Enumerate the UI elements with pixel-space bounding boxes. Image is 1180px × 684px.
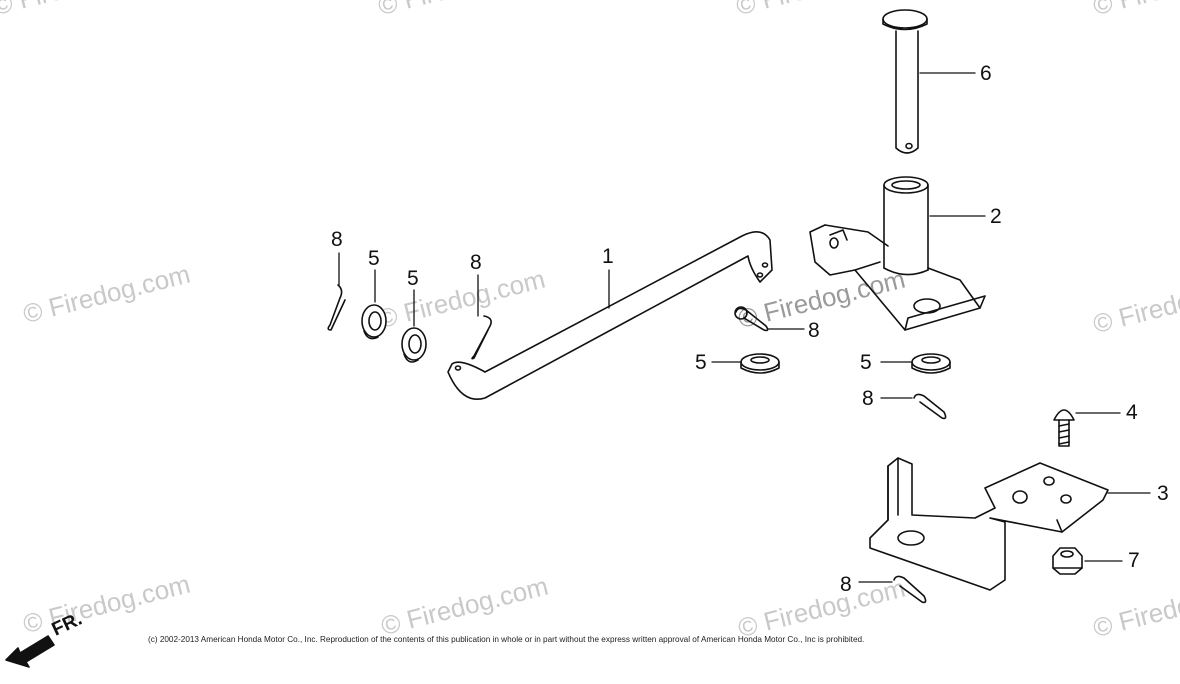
- washer-part-5: [361, 304, 387, 340]
- callout-3: 3: [1157, 482, 1169, 505]
- front-arrow: [5, 635, 55, 668]
- washer-part-5: [911, 353, 951, 374]
- callout-1: 1: [602, 245, 614, 268]
- nut-part-7: [1052, 547, 1083, 575]
- callout-5: 5: [860, 351, 872, 374]
- cotter-pin-part-8: [327, 284, 346, 331]
- callout-5: 5: [695, 351, 707, 374]
- callout-5: 5: [407, 267, 419, 290]
- callout-5: 5: [368, 247, 380, 270]
- callout-8: 8: [331, 228, 343, 251]
- callout-8: 8: [862, 387, 874, 410]
- bolt-part-4: [1053, 409, 1075, 447]
- washer-part-5: [401, 327, 427, 363]
- leader-lines: [338, 72, 1151, 583]
- cotter-pin-part-8: [893, 575, 927, 604]
- callout-7: 7: [1128, 549, 1140, 572]
- bracket-part-2: [809, 176, 986, 331]
- washer-part-5: [740, 353, 780, 374]
- callout-4: 4: [1126, 401, 1138, 424]
- callout-2: 2: [990, 205, 1002, 228]
- callout-6: 6: [980, 62, 992, 85]
- callout-8: 8: [840, 573, 852, 596]
- cotter-pin-part-8: [471, 315, 492, 360]
- copyright-notice: (c) 2002-2013 American Honda Motor Co., …: [148, 635, 865, 644]
- bracket-part-3: [869, 457, 1109, 591]
- cotter-pin-part-8: [913, 393, 947, 420]
- callout-8: 8: [470, 251, 482, 274]
- cotter-pin-part-8: [734, 306, 769, 332]
- callout-8: 8: [808, 319, 820, 342]
- pin-part-6: [882, 9, 928, 154]
- rod-part-1: [447, 231, 773, 400]
